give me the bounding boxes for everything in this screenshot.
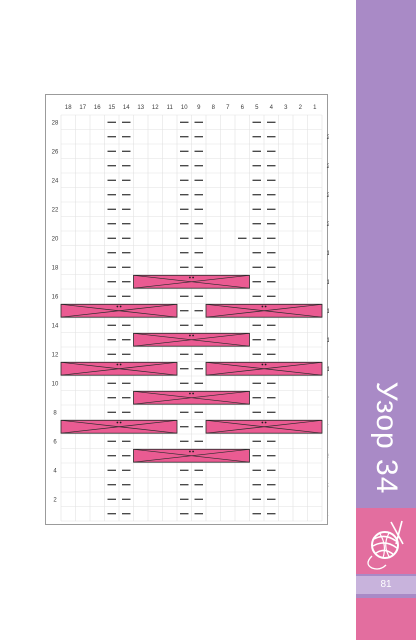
page-number: 81: [356, 576, 416, 594]
row-label: 7: [328, 425, 329, 431]
cable-cross-line: [205, 303, 323, 318]
cable-dot: [261, 305, 264, 308]
column-label: 14: [123, 105, 130, 111]
row-label: 17: [327, 280, 329, 286]
cable-cross-line: [60, 303, 178, 318]
row-label: 15: [327, 309, 329, 315]
row-label: 13: [327, 338, 329, 344]
cable-dot: [264, 305, 267, 308]
row-label: 19: [327, 251, 329, 257]
column-label: 18: [65, 105, 72, 111]
row-label: 27: [327, 135, 329, 141]
cable-cross-line: [133, 390, 250, 405]
cable-cross-line: [60, 419, 178, 434]
cable-dot: [119, 305, 122, 308]
column-label: 3: [284, 105, 288, 111]
row-label: 28: [52, 120, 59, 126]
sidebar-footer: [356, 598, 416, 640]
cable-cross-line: [205, 419, 323, 434]
cable-cross-line: [133, 332, 250, 347]
knitting-chart: 1818171716161515141413131212111110109988…: [45, 94, 329, 525]
row-label: 24: [52, 178, 59, 184]
column-label: 9: [197, 105, 201, 111]
cable-cross-line: [133, 448, 250, 463]
row-label: 11: [327, 367, 329, 373]
row-label: 10: [52, 381, 59, 387]
row-label: 12: [52, 352, 59, 358]
column-label: 10: [181, 105, 188, 111]
column-label: 12: [152, 105, 159, 111]
column-label: 17: [79, 105, 86, 111]
yarn-ball-icon: [367, 520, 404, 570]
cable-cross-line: [60, 361, 178, 376]
cable-dot: [261, 363, 264, 366]
column-label: 2: [299, 105, 303, 111]
cable-dot: [119, 363, 122, 366]
row-label: 16: [52, 294, 59, 300]
cable-dot: [116, 421, 119, 424]
row-label: 6: [53, 439, 57, 445]
column-label: 6: [241, 105, 245, 111]
cable-cross-line: [205, 361, 323, 376]
pattern-title: Узор 34: [370, 381, 403, 495]
column-label: 11: [167, 105, 174, 111]
cable-dot: [189, 334, 191, 337]
column-label: 7: [226, 105, 230, 111]
row-label: 20: [52, 236, 59, 242]
row-label: 5: [328, 454, 329, 460]
column-label: 5: [255, 105, 259, 111]
cable-dot: [189, 276, 191, 279]
column-label: 8: [212, 105, 216, 111]
cable-dot: [264, 363, 267, 366]
row-label: 18: [52, 265, 59, 271]
chart-grid: 1818171716161515141413131212111110109988…: [52, 105, 329, 522]
row-label: 23: [327, 193, 329, 199]
cable-dot: [119, 421, 122, 424]
column-label: 16: [94, 105, 101, 111]
row-label: 14: [52, 323, 59, 329]
column-label: 4: [270, 105, 274, 111]
cable-dot: [264, 421, 267, 424]
cable-dot: [261, 421, 264, 424]
cable-cross-line: [133, 274, 250, 289]
cable-dot: [189, 450, 191, 453]
cable-dot: [189, 392, 191, 395]
row-label: 1: [328, 512, 329, 518]
column-label: 15: [108, 105, 115, 111]
cable-dot: [192, 392, 195, 395]
row-label: 25: [327, 164, 329, 170]
row-label: 3: [328, 483, 329, 489]
cable-dot: [192, 450, 195, 453]
cable-dot: [192, 276, 195, 279]
row-label: 21: [327, 222, 329, 228]
row-label: 8: [53, 410, 57, 416]
row-label: 22: [52, 207, 59, 213]
column-label: 13: [137, 105, 144, 111]
row-label: 9: [328, 396, 329, 402]
cable-dot: [116, 305, 119, 308]
row-label: 4: [53, 468, 57, 474]
column-label: 1: [313, 105, 317, 111]
cable-dot: [192, 334, 195, 337]
row-label: 26: [52, 149, 59, 155]
row-label: 2: [53, 497, 57, 503]
yarn-badge: [356, 508, 416, 574]
cable-dot: [116, 363, 119, 366]
